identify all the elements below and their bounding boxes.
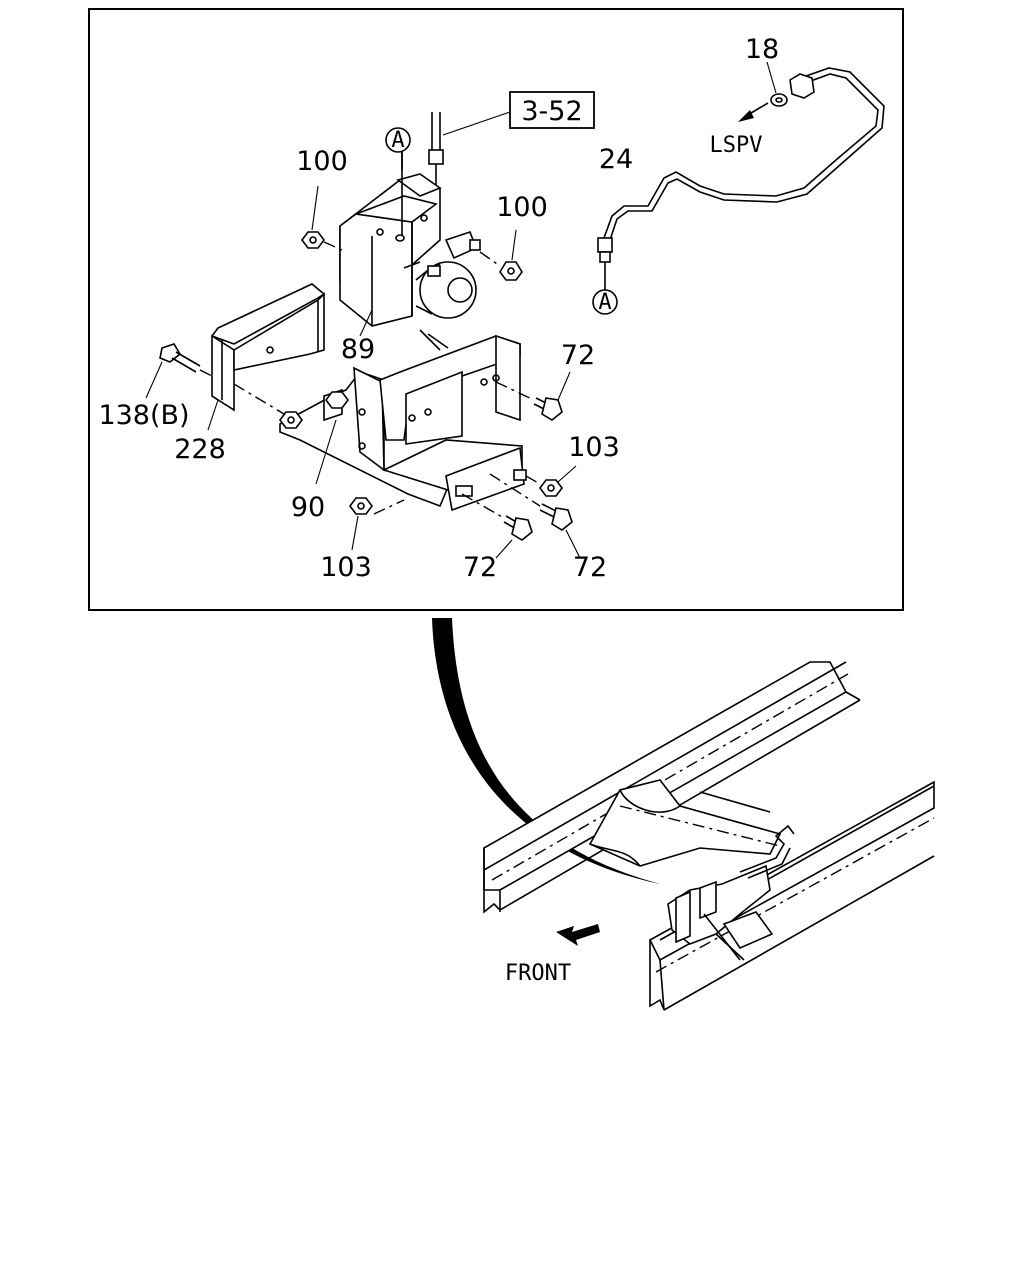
callout-72-lower-left: 72	[463, 552, 497, 583]
callout-100-right: 100	[496, 192, 548, 223]
lspv-arrow	[738, 102, 769, 122]
svg-text:A: A	[598, 290, 611, 315]
bolt-138b	[145, 343, 213, 399]
bolt-72-lower-right	[489, 473, 581, 559]
nut-100-right	[479, 229, 523, 281]
callout-72-lower-right: 72	[573, 552, 607, 583]
callout-100-left: 100	[296, 146, 348, 177]
brake-pipe-24	[597, 67, 885, 290]
lspv-label: LSPV	[710, 133, 763, 158]
circle-marker-pipe: A	[592, 289, 618, 315]
bolt-72-lower-left	[461, 493, 533, 559]
detail-frame	[88, 8, 904, 611]
callout-72-upper: 72	[561, 340, 595, 371]
chassis-frame	[483, 661, 935, 1011]
nut-100-left	[301, 185, 343, 251]
callout-103-right: 103	[568, 432, 620, 463]
callout-228: 228	[174, 434, 226, 465]
callout-138b: 138(B)	[98, 400, 189, 431]
front-label: FRONT	[505, 961, 571, 986]
washer-18	[766, 61, 788, 107]
circle-marker-upper: A	[385, 127, 411, 153]
bracket-228	[207, 283, 326, 431]
callout-18: 18	[745, 34, 779, 65]
nut-103-right	[513, 465, 577, 497]
callout-103-left: 103	[320, 552, 372, 583]
bolt-72-upper	[495, 371, 571, 421]
callout-89: 89	[341, 334, 375, 365]
svg-text:A: A	[391, 128, 404, 153]
nut-103-left	[349, 497, 405, 551]
hydraulic-unit-89	[339, 150, 481, 337]
bracket-90	[233, 329, 525, 512]
front-arrow	[556, 924, 600, 946]
callout-24: 24	[599, 144, 633, 175]
reference-box-label: 3-52	[521, 96, 582, 127]
callout-90: 90	[291, 492, 325, 523]
reference-box	[509, 91, 595, 129]
